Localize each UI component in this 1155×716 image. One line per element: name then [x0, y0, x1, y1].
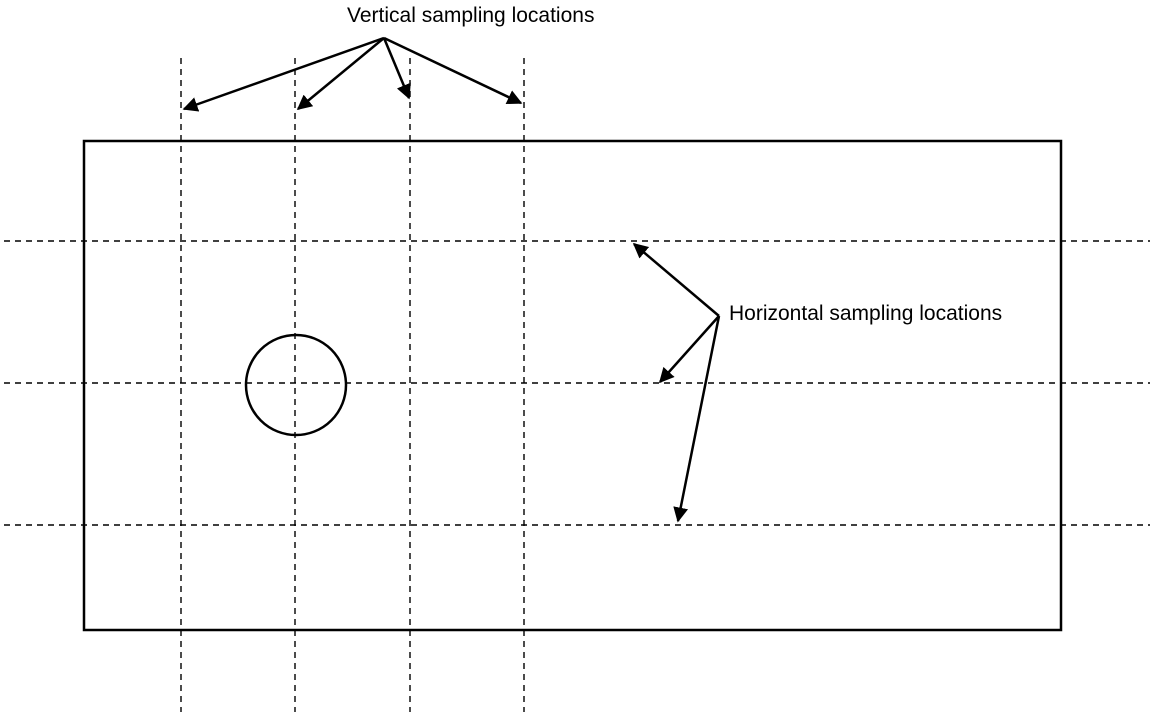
horizontal-arrow-1	[632, 243, 720, 317]
vertical-arrow-4	[383, 36, 523, 105]
vertical-arrow-2	[296, 37, 385, 110]
horizontal-arrow-2	[659, 315, 720, 384]
horizontal-sampling-label: Horizontal sampling locations	[729, 302, 1002, 325]
hole-circle	[244, 333, 348, 437]
vertical-arrow-3	[382, 37, 411, 100]
specimen-rectangle	[82, 139, 1063, 632]
vertical-sampling-label: Vertical sampling locations	[347, 4, 594, 27]
vertical-arrow-1	[182, 36, 385, 112]
horizontal-arrow-3	[673, 315, 721, 523]
